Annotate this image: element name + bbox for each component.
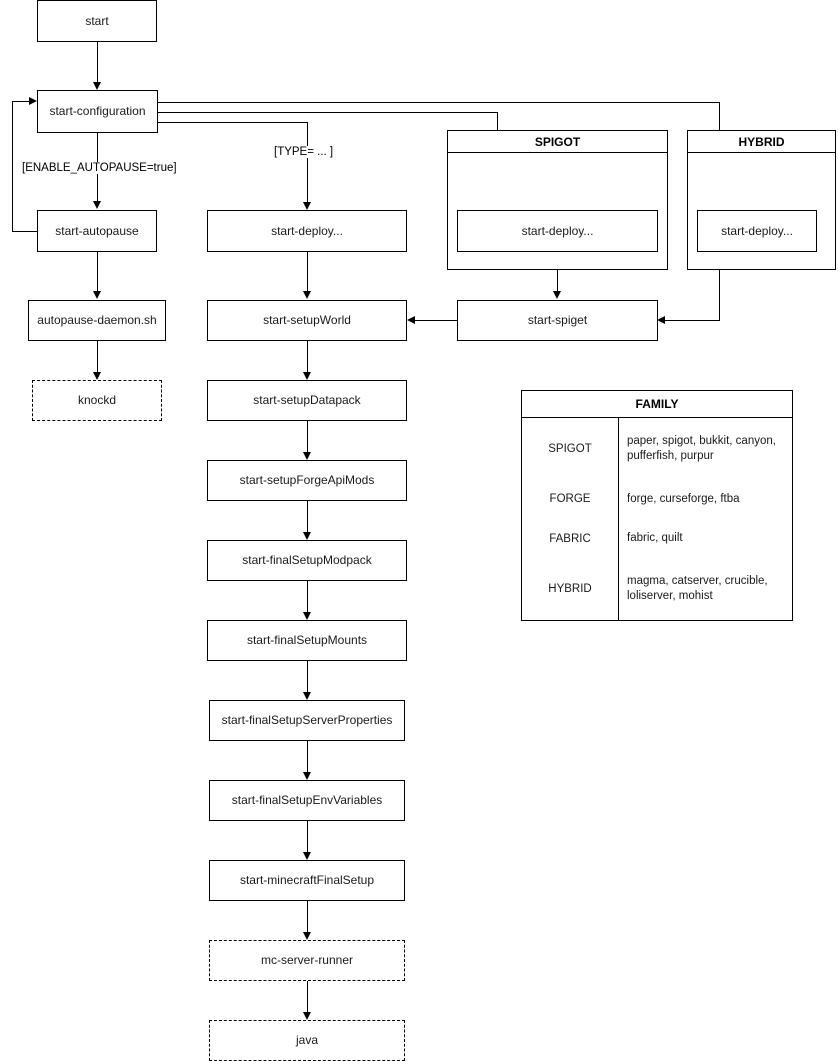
node-mc-server-runner[interactable]: mc-server-runner [209, 940, 405, 981]
edge-autopause-loop-vertical [12, 101, 13, 232]
family-name: HYBRID [522, 558, 619, 620]
node-start-setup-forge-api-mods[interactable]: start-setupForgeApiMods [207, 460, 407, 501]
edge-hybrid-deploy-to-spiget-vertical [719, 252, 720, 321]
edge-configuration-to-spigot-horizontal [158, 112, 498, 113]
edge-configuration-to-deploy-vertical [307, 122, 308, 202]
group-spigot-title: SPIGOT [448, 131, 667, 153]
edge-spigot-deploy-to-spiget [557, 252, 558, 291]
arrowhead-spigot-deploy-to-spiget [553, 291, 561, 299]
arrowhead-start-to-configuration [93, 82, 101, 90]
arrowhead-minecraftfinalsetup-to-mcserverrunner [303, 932, 311, 940]
family-values: fabric, quilt [627, 532, 683, 545]
edge-setupworld-to-datapack [307, 341, 308, 372]
edge-deploy-to-setupworld [307, 252, 308, 291]
node-start-final-setup-mounts[interactable]: start-finalSetupMounts [207, 620, 407, 661]
arrowhead-datapack-to-forgeapimods [303, 452, 311, 460]
family-legend: FAMILY SPIGOT paper, spigot, bukkit, can… [521, 390, 793, 621]
edge-label-enable-autopause: [ENABLE_AUTOPAUSE=true] [20, 162, 179, 174]
family-values: forge, curseforge, ftba [627, 492, 740, 505]
node-start-setup-datapack[interactable]: start-setupDatapack [207, 380, 407, 421]
arrowhead-configuration-to-autopause [93, 201, 101, 209]
edge-serverproperties-to-envvariables [307, 741, 308, 772]
edge-hybrid-deploy-to-spiget-horizontal [665, 320, 720, 321]
arrowhead-autopause-loop [29, 97, 37, 105]
arrowhead-spiget-to-setupworld [407, 316, 415, 324]
node-autopause-daemon[interactable]: autopause-daemon.sh [28, 300, 166, 341]
node-start-deploy-hybrid[interactable]: start-deploy... [697, 210, 817, 252]
arrowhead-envvariables-to-minecraftfinalsetup [303, 852, 311, 860]
arrowhead-setupworld-to-datapack [303, 372, 311, 380]
edge-mounts-to-serverproperties [307, 661, 308, 692]
edge-minecraftfinalsetup-to-mcserverrunner [307, 901, 308, 932]
family-values: paper, spigot, bukkit, canyon, pufferfis… [627, 434, 776, 462]
edge-autopause-loop-top [12, 101, 29, 102]
family-legend-table: FAMILY SPIGOT paper, spigot, bukkit, can… [522, 391, 792, 620]
node-start-final-setup-server-properties[interactable]: start-finalSetupServerProperties [209, 700, 405, 741]
node-start-minecraft-final-setup[interactable]: start-minecraftFinalSetup [209, 860, 405, 901]
edge-autopause-loop-bottom [12, 231, 37, 232]
arrowhead-daemon-to-knockd [93, 372, 101, 380]
table-row: HYBRID magma, catserver, crucible, lolis… [522, 558, 792, 620]
edge-forgeapimods-to-modpack [307, 501, 308, 532]
node-java[interactable]: java [209, 1020, 405, 1061]
node-knockd[interactable]: knockd [32, 380, 162, 421]
family-name: SPIGOT [522, 417, 619, 480]
arrowhead-forgeapimods-to-modpack [303, 532, 311, 540]
edge-daemon-to-knockd [97, 341, 98, 372]
family-name: FORGE [522, 479, 619, 520]
node-start-autopause[interactable]: start-autopause [37, 210, 157, 252]
node-start[interactable]: start [37, 0, 157, 42]
node-start-final-setup-env-variables[interactable]: start-finalSetupEnvVariables [209, 780, 405, 821]
family-name: FABRIC [522, 519, 619, 559]
edge-label-type: [TYPE= ... ] [272, 146, 336, 158]
arrowhead-configuration-to-deploy [303, 202, 311, 210]
node-start-deploy-main[interactable]: start-deploy... [207, 210, 407, 252]
edge-datapack-to-forgeapimods [307, 421, 308, 452]
edge-mcserverrunner-to-java [307, 981, 308, 1012]
group-hybrid-title: HYBRID [688, 131, 835, 153]
arrowhead-modpack-to-mounts [303, 612, 311, 620]
table-row: SPIGOT paper, spigot, bukkit, canyon, pu… [522, 417, 792, 480]
edge-autopause-to-daemon [97, 252, 98, 291]
node-start-deploy-spigot[interactable]: start-deploy... [457, 210, 658, 252]
family-values: magma, catserver, crucible, loliserver, … [627, 575, 768, 603]
edge-envvariables-to-minecraftfinalsetup [307, 821, 308, 852]
node-start-setup-world[interactable]: start-setupWorld [207, 300, 407, 341]
node-start-final-setup-modpack[interactable]: start-finalSetupModpack [207, 540, 407, 581]
edge-configuration-to-deploy-horizontal [158, 122, 308, 123]
node-start-spiget[interactable]: start-spiget [457, 300, 658, 341]
table-row: FORGE forge, curseforge, ftba [522, 479, 792, 520]
edge-spiget-to-setupworld [415, 320, 457, 321]
edge-modpack-to-mounts [307, 581, 308, 612]
arrowhead-autopause-to-daemon [93, 291, 101, 299]
arrowhead-mcserverrunner-to-java [303, 1012, 311, 1020]
edge-start-to-configuration [97, 42, 98, 82]
family-legend-title: FAMILY [522, 391, 792, 418]
arrowhead-hybrid-to-spiget [657, 316, 665, 324]
arrowhead-serverproperties-to-envvariables [303, 772, 311, 780]
arrowhead-mounts-to-serverproperties [303, 692, 311, 700]
arrowhead-deploy-to-setupworld [303, 291, 311, 299]
family-legend-body: SPIGOT paper, spigot, bukkit, canyon, pu… [522, 417, 792, 620]
node-start-configuration[interactable]: start-configuration [37, 90, 158, 133]
edge-configuration-to-hybrid-horizontal [158, 102, 720, 103]
table-row: FABRIC fabric, quilt [522, 519, 792, 559]
